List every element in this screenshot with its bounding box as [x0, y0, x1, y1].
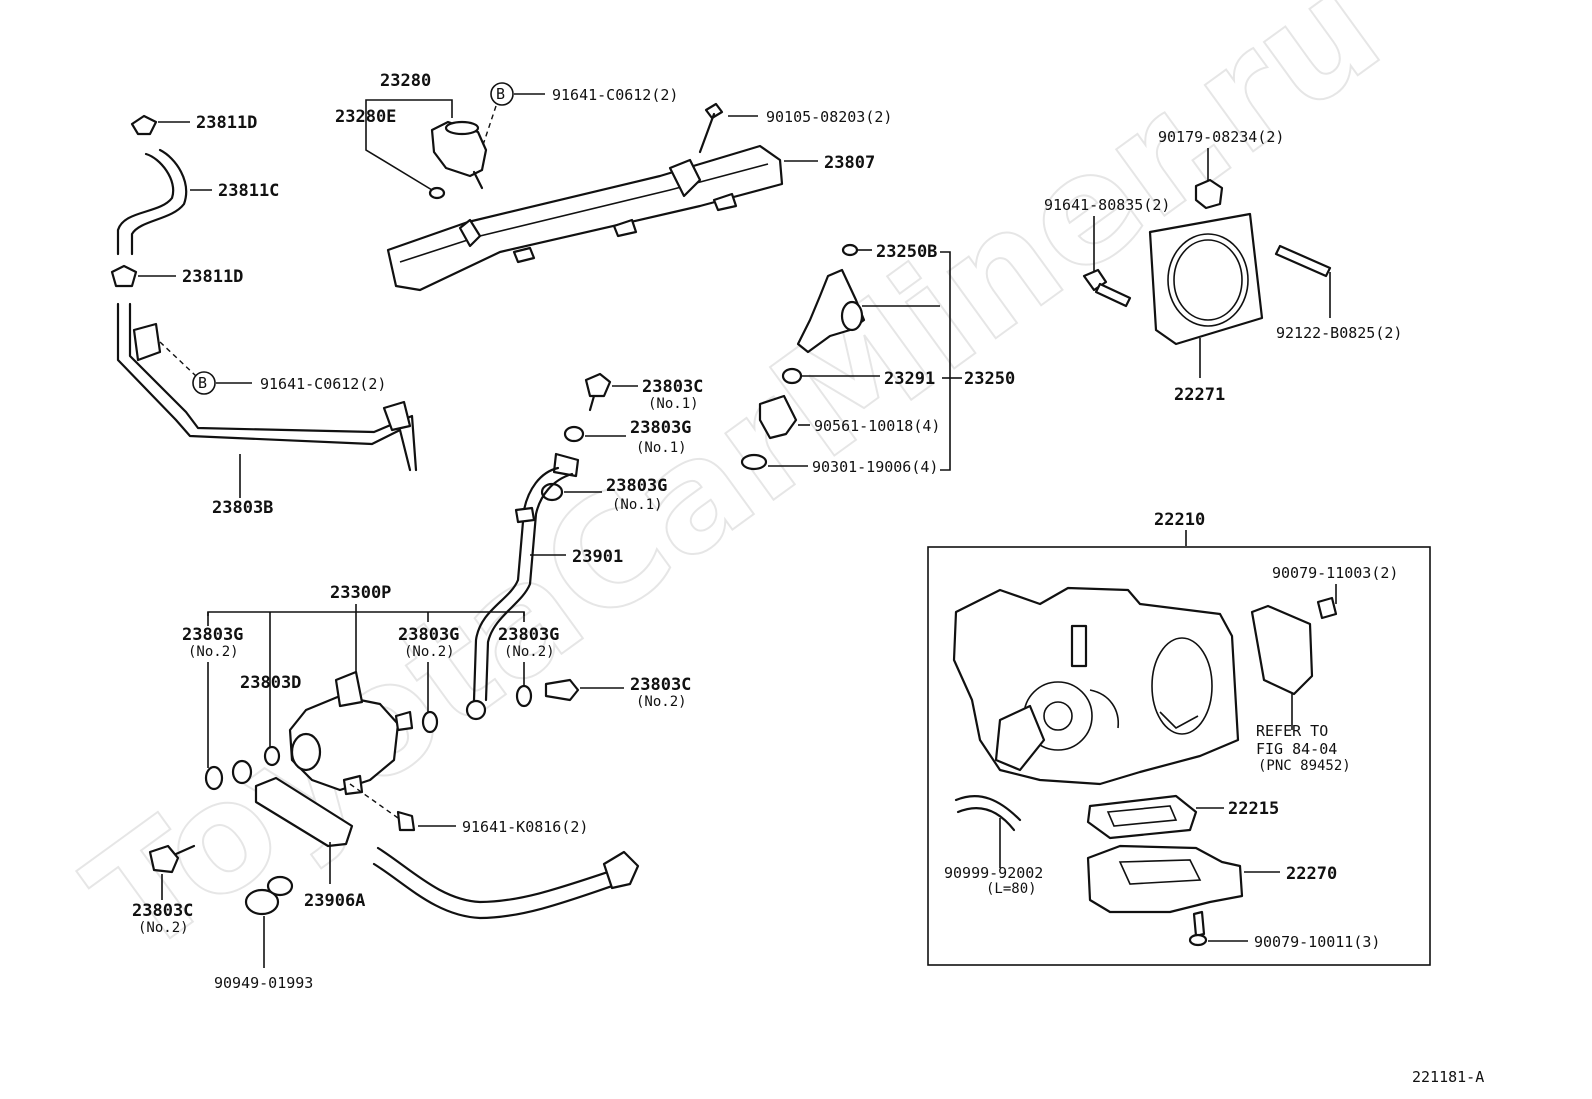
label-23291: 23291	[884, 369, 935, 389]
hose-23906a	[254, 776, 354, 848]
union-23803d	[263, 745, 281, 767]
label-90079-11003: 90079-11003(2)	[1272, 564, 1398, 582]
fuel-injector	[796, 268, 866, 354]
label-23803g-no2-left-sub: (No.2)	[188, 644, 239, 660]
label-23811d-top: 23811D	[196, 113, 257, 133]
label-23803c-no2-left-sub: (No.2)	[138, 920, 189, 936]
ref-circle-b-top	[490, 82, 514, 106]
label-91641-80835: 91641-80835(2)	[1044, 196, 1170, 214]
gasket-22215	[1086, 794, 1198, 840]
union-bolt-23803c-no2-left	[148, 844, 180, 874]
label-23250b: 23250B	[876, 242, 937, 262]
screw-90079-10011	[1188, 933, 1208, 947]
label-23300p: 23300P	[330, 583, 391, 603]
injector-group: 23250B 23250 23291 90561-10018(4) 90301-…	[740, 242, 1015, 476]
label-90179-08234: 90179-08234(2)	[1158, 128, 1284, 146]
throttle-body-box: 22210 90079-11003(2) REFER TO FIG 84-04 …	[927, 510, 1431, 966]
label-23803g-no2-left: 23803G	[182, 625, 243, 645]
figure-code: 221181-A	[1412, 1068, 1484, 1086]
label-92122-b0825: 92122-B0825(2)	[1276, 324, 1402, 342]
stud-92122	[1274, 244, 1332, 278]
ref-b-left: B	[198, 374, 207, 392]
label-23807: 23807	[824, 153, 875, 173]
label-90999-92002: 90999-92002	[944, 864, 1043, 882]
label-90301-19006: 90301-19006(4)	[812, 458, 938, 476]
label-23280E: 23280E	[335, 107, 396, 127]
throttle-position-sensor	[1250, 604, 1314, 696]
hose-pipe-group: 23811D 23811C 23811D B 91641-C0612(2) 23…	[110, 113, 418, 518]
grommet-23291	[781, 367, 803, 385]
gasket-23803g-no1-a	[563, 425, 585, 443]
label-23250: 23250	[964, 369, 1015, 389]
label-23803c-no1: 23803C	[642, 377, 703, 397]
union-bolt-23803c-no1	[584, 372, 612, 398]
gasket-23803g-no2-left	[204, 765, 224, 791]
label-23803b: 23803B	[212, 498, 273, 518]
label-91641-c0612-top: 91641-C0612(2)	[552, 86, 678, 104]
refer-line-1: REFER TO	[1256, 722, 1328, 740]
label-22271: 22271	[1174, 385, 1225, 405]
fuel-hose-group: 23803C (No.1) 23803G (No.1) 23803G (No.1…	[132, 372, 703, 992]
ref-circle-b-left	[192, 371, 216, 395]
label-91641-c0612-left: 91641-C0612(2)	[260, 375, 386, 393]
clip-23811d-top	[130, 114, 158, 136]
label-22215: 22215	[1228, 799, 1279, 819]
label-23803d: 23803D	[240, 673, 301, 693]
screw-90079-11003	[1316, 596, 1338, 620]
insulator-90561	[758, 394, 798, 440]
label-23811d-bottom: 23811D	[182, 267, 243, 287]
label-90999-sub: (L=80)	[986, 881, 1037, 897]
label-23803c-no2-right: 23803C	[630, 675, 691, 695]
label-23803g-no2-mid: 23803G	[398, 625, 459, 645]
clamp-90949	[244, 888, 280, 916]
union-bolt-23803c-no2-right	[544, 678, 580, 702]
label-23803c-no2-left: 23803C	[132, 901, 193, 921]
nut-90179	[1194, 178, 1224, 210]
label-22210: 22210	[1154, 510, 1205, 530]
throttle-body-frame	[927, 546, 1431, 966]
label-23803g-no1-a-sub: (No.1)	[636, 440, 687, 456]
label-90949-01993: 90949-01993	[214, 974, 313, 992]
label-23803g-no2-mid-sub: (No.2)	[404, 644, 455, 660]
label-23803g-no2-right-sub: (No.2)	[504, 644, 555, 660]
bolt-91641-k0816	[396, 810, 416, 832]
label-22270: 22270	[1286, 864, 1337, 884]
insulator-23250b	[841, 243, 859, 257]
label-23803g-no1-a: 23803G	[630, 418, 691, 438]
label-90561-10018: 90561-10018(4)	[814, 417, 940, 435]
label-90079-10011: 90079-10011(3)	[1254, 933, 1380, 951]
label-23803g-no1-b: 23803G	[606, 476, 667, 496]
label-23901: 23901	[572, 547, 623, 567]
idle-speed-control-valve	[1086, 844, 1244, 914]
fuel-rail-group: 23280 23280E B 91641-C0612(2) 90105-0820…	[335, 71, 892, 292]
gasket-23803g-no2-right	[515, 684, 533, 708]
clip-23811d-bottom	[110, 264, 138, 288]
throttle-gasket-group: 90179-08234(2) 91641-80835(2) 22271 9212…	[1044, 128, 1402, 405]
label-23803g-no2-right: 23803G	[498, 625, 559, 645]
label-90105-08203: 90105-08203(2)	[766, 108, 892, 126]
o-ring-23280E	[428, 186, 446, 200]
label-23803c-no1-sub: (No.1)	[648, 396, 699, 412]
ref-b-top: B	[496, 85, 505, 103]
label-23280: 23280	[380, 71, 431, 91]
label-91641-k0816: 91641-K0816(2)	[462, 818, 588, 836]
o-ring-90301	[740, 453, 768, 471]
label-23803c-no2-right-sub: (No.2)	[636, 694, 687, 710]
gasket-23803g-no2-mid	[421, 710, 439, 734]
label-23803g-no1-b-sub: (No.1)	[612, 497, 663, 513]
label-23906a: 23906A	[304, 891, 365, 911]
refer-line-2: FIG 84-04	[1256, 740, 1337, 758]
refer-line-3: (PNC 89452)	[1258, 758, 1351, 774]
label-23811c: 23811C	[218, 181, 279, 201]
